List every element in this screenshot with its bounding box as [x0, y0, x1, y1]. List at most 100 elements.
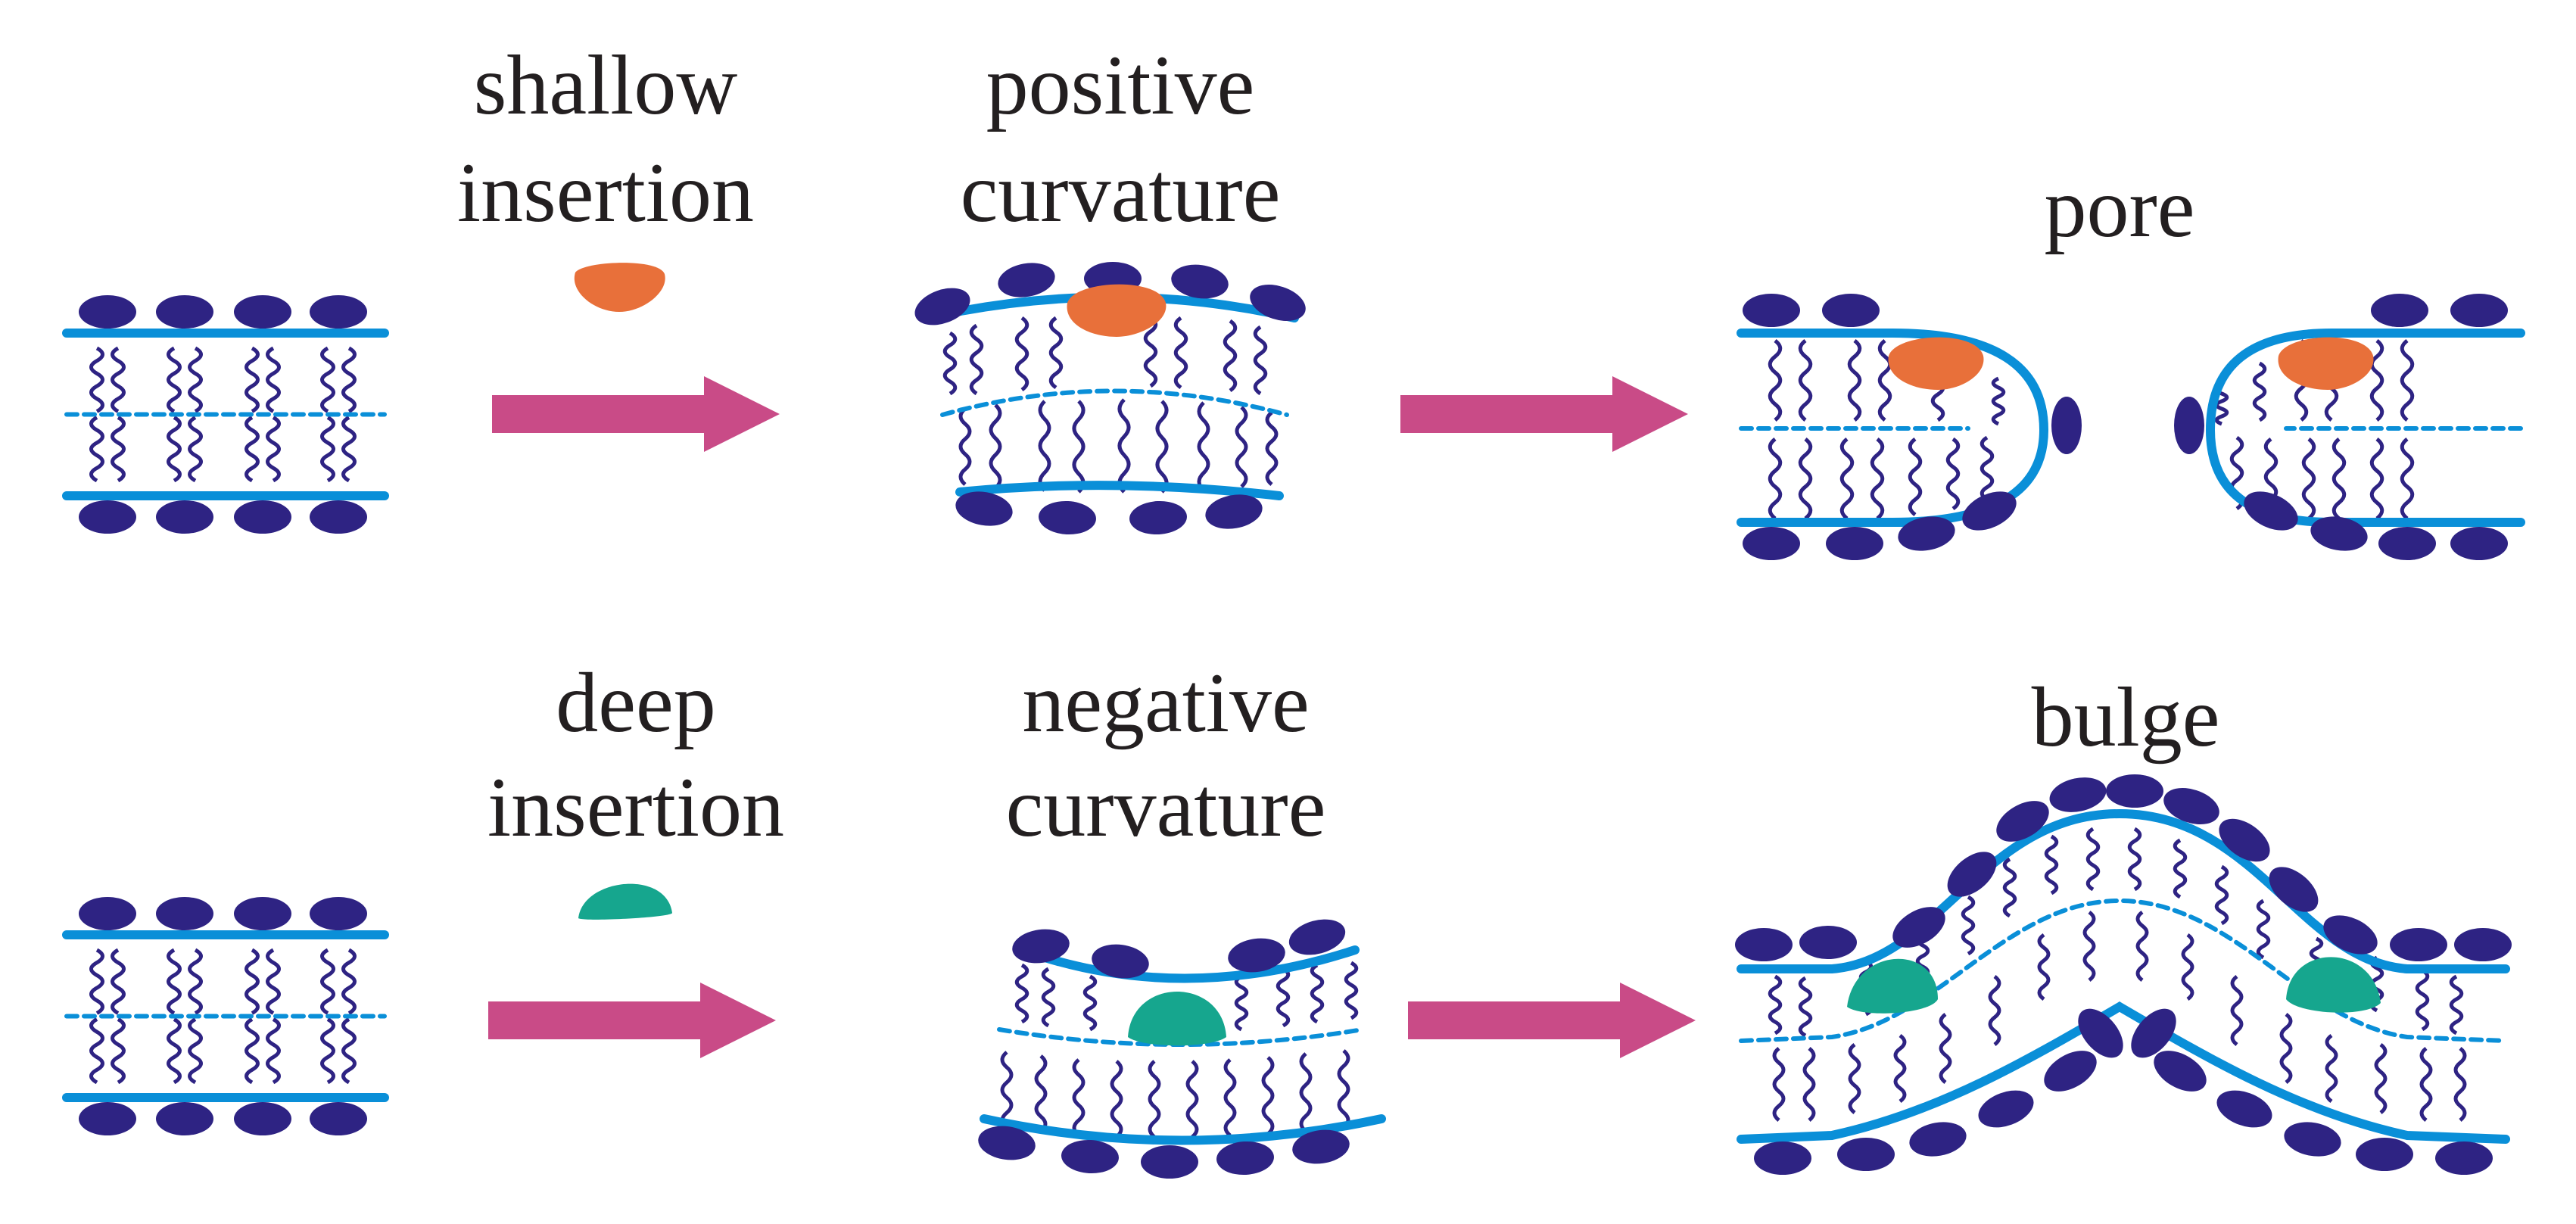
lipid-tail: [341, 1017, 357, 1085]
lipid-tail: [89, 1017, 104, 1085]
lipid-tail: [1980, 435, 1995, 502]
lipid-tail: [2214, 864, 2229, 926]
lipid-tail: [1939, 1012, 1952, 1084]
lipid-tail: [1155, 400, 1169, 494]
lipid-tail: [1344, 961, 1359, 1020]
lipid-tail: [1337, 1049, 1350, 1129]
headgroup: [1216, 1141, 1274, 1176]
lipid-tail: [1798, 438, 1813, 520]
shallow-protein-pore-right: [2278, 337, 2374, 390]
lipid-tail: [245, 416, 260, 483]
headgroup: [1837, 1138, 1895, 1171]
headgroup: [156, 897, 213, 930]
deep-protein-bulge-left: [1847, 958, 1938, 1014]
lipid-tail: [989, 403, 1002, 490]
headgroup: [1996, 801, 2049, 842]
lipid-tail: [1945, 437, 1961, 511]
headgroup: [2269, 867, 2319, 912]
lipid-tail: [266, 346, 281, 413]
lipid-tail: [1038, 400, 1051, 492]
headgroup: [1892, 907, 1945, 948]
headgroup: [1061, 1139, 1119, 1174]
lipid-tail: [1000, 1051, 1014, 1129]
lipid-tail: [111, 346, 126, 413]
lipid-tail: [320, 416, 335, 483]
headgroup: [1039, 500, 1096, 535]
lipid-tail: [341, 416, 357, 483]
arrow-top-2: [1400, 376, 1688, 452]
headgroup: [1250, 285, 1306, 321]
label-shallow: shallow: [474, 39, 738, 132]
headgroup: [1141, 1145, 1198, 1179]
headgroup: [1826, 527, 1883, 560]
headgroup: [310, 1102, 367, 1135]
positive-curvature-bilayer: [914, 262, 1306, 535]
lipid-tail: [2449, 974, 2464, 1036]
headgroup: [1754, 1141, 1811, 1175]
shallow-protein-inserted: [1067, 284, 1167, 337]
headgroup: [79, 295, 136, 329]
headgroup: [2371, 294, 2428, 327]
lipid-tail: [89, 416, 104, 483]
lipid-tail: [167, 1017, 182, 1085]
lipid-tail: [1223, 1058, 1237, 1137]
lipid-tail: [1877, 339, 1892, 422]
headgroup: [234, 500, 291, 534]
headgroup: [2174, 397, 2204, 454]
lipid-tail: [1893, 1033, 1907, 1104]
lipid-tail: [1117, 398, 1131, 494]
lipid-tail: [2369, 339, 2384, 422]
headgroup: [234, 897, 291, 930]
lipid-tail: [2173, 838, 2188, 899]
lipid-tail: [1261, 1056, 1275, 1135]
headgroup: [1092, 944, 1149, 979]
headgroup: [2078, 1008, 2123, 1058]
headgroup: [234, 1102, 291, 1135]
headgroup: [1962, 491, 2017, 531]
lipid-tail: [89, 948, 104, 1015]
lipid-tail: [2374, 1042, 2388, 1114]
headgroup: [234, 295, 291, 329]
deep-protein: [578, 883, 672, 920]
lipid-tail: [1768, 438, 1783, 520]
headgroup: [1292, 1129, 1350, 1164]
headgroup: [79, 500, 136, 534]
lipid-tail: [2082, 910, 2096, 982]
lipid-tail: [2369, 438, 2384, 520]
pore-bilayer: [1737, 294, 2525, 560]
lipid-tail: [2301, 438, 2316, 520]
label-shallow-insertion: insertion: [457, 146, 754, 240]
lipid-tail: [1253, 325, 1268, 396]
headgroup: [2244, 491, 2298, 531]
lipid-tail: [2331, 438, 2347, 520]
headgroup: [2051, 397, 2082, 454]
arrow-bottom-2: [1408, 983, 1696, 1058]
lipid-tail: [2135, 910, 2149, 982]
label-deep-insertion: insertion: [487, 761, 784, 855]
negative-curvature-bilayer: [978, 919, 1386, 1179]
headgroup: [2106, 774, 2163, 808]
lipid-tail: [942, 331, 958, 396]
lipid-tail: [1768, 339, 1783, 422]
arrow-bottom-1: [488, 983, 776, 1058]
headgroup: [2378, 527, 2436, 560]
headgroup: [2435, 1141, 2493, 1175]
headgroup: [2310, 516, 2368, 551]
flat-bilayer-top: [62, 295, 389, 534]
lipid-tail: [245, 1017, 260, 1085]
lipid-tail: [1847, 339, 1862, 422]
label-bulge: bulge: [2032, 671, 2220, 765]
headgroup: [310, 500, 367, 534]
label-positive: positive: [986, 39, 1255, 132]
headgroup: [1743, 294, 1800, 327]
midplane-line: [940, 388, 1289, 417]
lipid-tail: [167, 416, 182, 483]
lipid-tail: [1034, 1054, 1048, 1133]
leaflet-line: [1017, 945, 1360, 983]
leaflet-line: [1737, 1001, 2510, 1144]
lipid-tail: [245, 948, 260, 1015]
lipid-tail: [1048, 316, 1064, 390]
headgroup: [156, 1102, 213, 1135]
headgroup: [310, 897, 367, 930]
